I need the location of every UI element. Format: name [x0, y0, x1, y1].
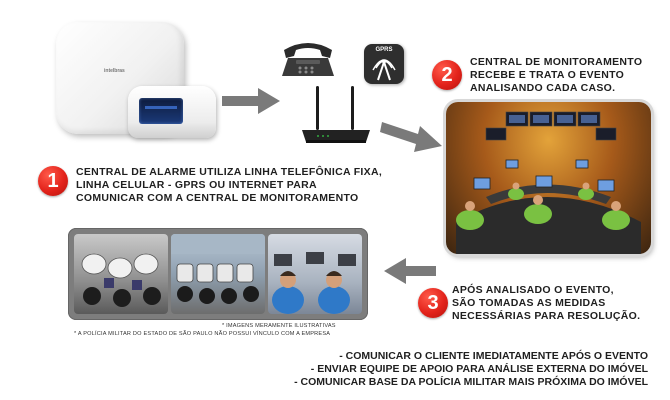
- response-photos-gallery: [68, 228, 368, 320]
- arrow-to-monitoring: [380, 110, 446, 154]
- step-1-line: CENTRAL DE ALARME UTILIZA LINHA TELEFÔNI…: [76, 166, 383, 178]
- step-3-line: NECESSÁRIAS PARA RESOLUÇÃO.: [452, 310, 641, 322]
- action-item: - COMUNICAR O CLIENTE IMEDIATAMENTE APÓS…: [339, 350, 648, 362]
- step-2-line: ANALISANDO CADA CASO.: [470, 82, 616, 94]
- step-3-line: SÃO TOMADAS AS MEDIDAS: [452, 297, 606, 309]
- illustrative-images-note: * IMAGENS MERAMENTE ILUSTRATIVAS: [222, 323, 336, 329]
- wifi-router-icon: [296, 84, 376, 155]
- monitoring-room-photo: [446, 102, 651, 254]
- step-2-text: CENTRAL DE MONITORAMENTO RECEBE E TRATA …: [470, 56, 642, 95]
- step-3-text: APÓS ANALISADO O EVENTO, SÃO TOMADAS AS …: [452, 284, 640, 323]
- step-3-badge: 3: [418, 288, 448, 318]
- keypad-screen: [139, 98, 183, 124]
- step-2-line: CENTRAL DE MONITORAMENTO: [470, 56, 643, 68]
- action-item: - COMUNICAR BASE DA POLÍCIA MILITAR MAIS…: [294, 375, 648, 388]
- police-motorcycles-photo: [74, 234, 168, 314]
- police-disclaimer-note: * A POLÍCIA MILITAR DO ESTADO DE SÃO PAU…: [74, 331, 331, 337]
- call-center-operators-photo: [268, 234, 362, 314]
- gprs-signal-icon: GPRS: [364, 44, 404, 84]
- step-2-line: RECEBE E TRATA O EVENTO: [470, 69, 625, 81]
- step-3-line: APÓS ANALISADO O EVENTO,: [452, 284, 614, 296]
- gprs-label: GPRS: [375, 47, 393, 53]
- arrow-to-router: [222, 86, 282, 116]
- police-vehicles-photo: [171, 234, 265, 314]
- step-1-line: COMUNICAR COM A CENTRAL DE MONITORAMENTO: [76, 192, 359, 204]
- step-1-line: LINHA CELULAR - GPRS OU INTERNET PARA: [76, 179, 317, 191]
- arrow-to-response: [382, 256, 436, 286]
- desk-phone-icon: [278, 32, 338, 83]
- panel-brand-logo: intelbras: [104, 68, 125, 74]
- step-2-badge: 2: [432, 60, 462, 90]
- step-1-badge: 1: [38, 166, 68, 196]
- response-actions-list: - COMUNICAR O CLIENTE IMEDIATAMENTE APÓS…: [294, 350, 648, 388]
- action-item: - ENVIAR EQUIPE DE APOIO PARA ANÁLISE EX…: [310, 362, 648, 375]
- step-1-text: CENTRAL DE ALARME UTILIZA LINHA TELEFÔNI…: [76, 166, 382, 205]
